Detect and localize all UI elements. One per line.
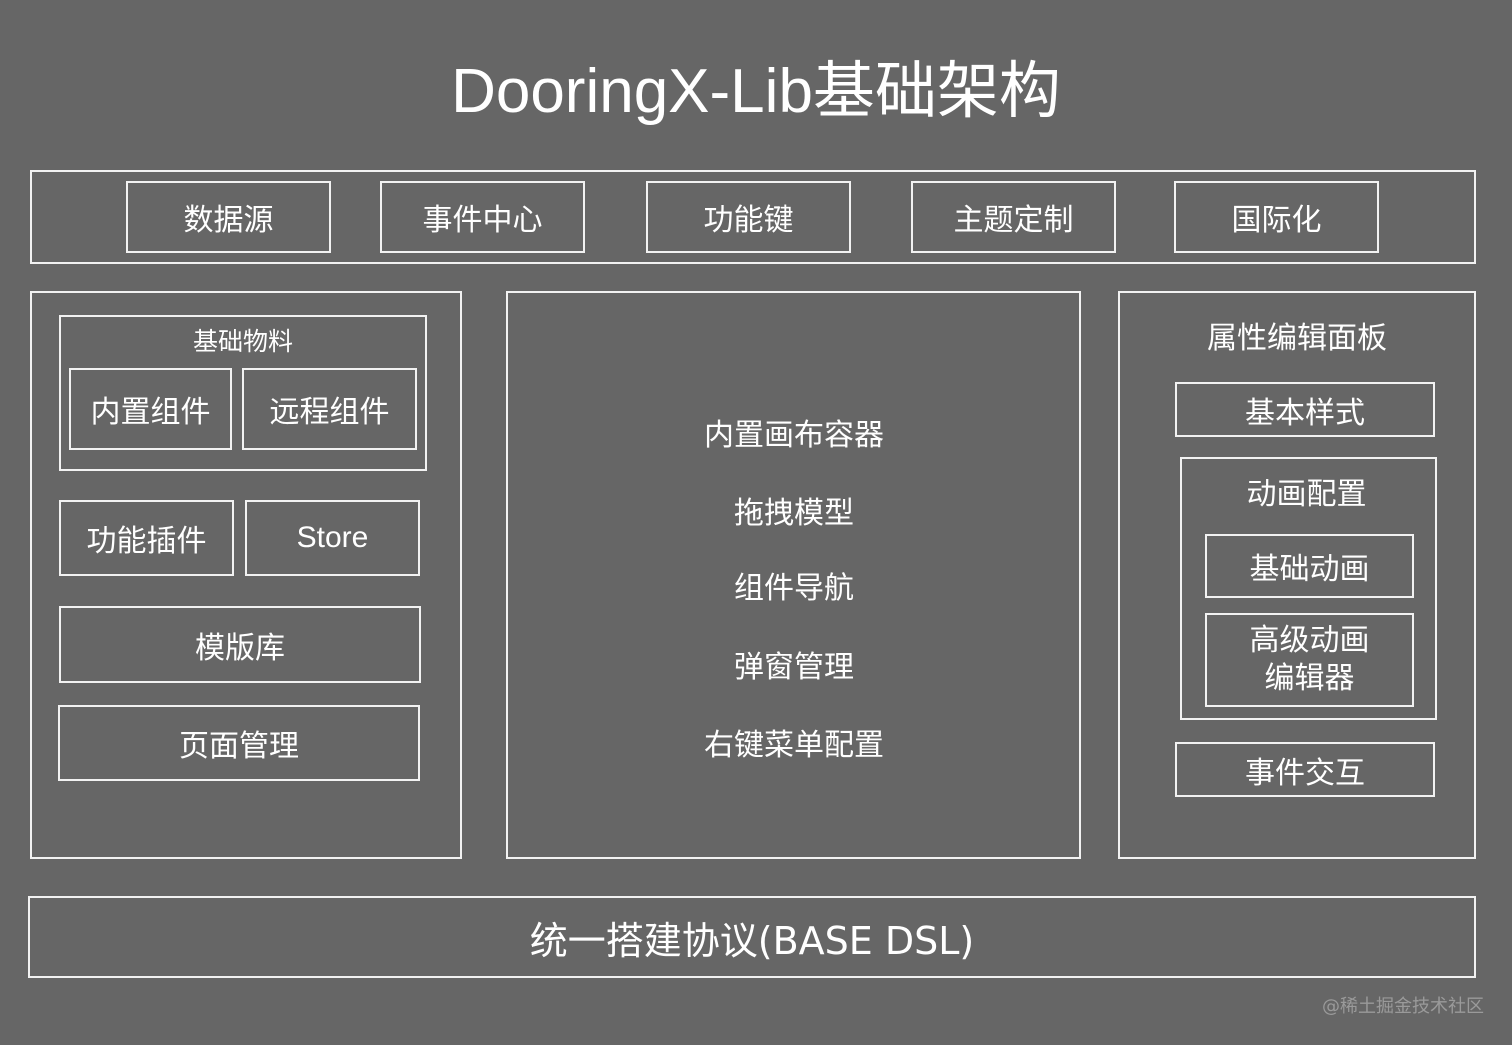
diagram-title: DooringX-Lib基础架构 — [451, 57, 1061, 126]
popup-management: 弹窗管理 — [734, 650, 854, 685]
basic-materials-group — [59, 315, 427, 471]
basic-materials-title: 基础物料 — [192, 327, 293, 356]
top-item-theme-customization: 主题定制 — [911, 181, 1116, 253]
property-panel-title: 属性编辑面板 — [1207, 321, 1387, 356]
top-bar-frame — [30, 170, 1476, 264]
animation-config-group — [1180, 457, 1437, 720]
basic-animation: 基础动画 — [1205, 534, 1414, 598]
left-panel-frame — [30, 291, 462, 859]
advanced-animation-line2: 编辑器 — [1264, 661, 1355, 696]
page-management: 页面管理 — [58, 705, 420, 781]
template-library: 模版库 — [59, 606, 421, 683]
top-item-data-source: 数据源 — [126, 181, 331, 253]
advanced-animation-line1: 高级动画 — [1249, 623, 1370, 658]
builtin-canvas-container: 内置画布容器 — [704, 418, 884, 453]
top-item-function-keys: 功能键 — [646, 181, 851, 253]
context-menu-config: 右键菜单配置 — [704, 728, 884, 763]
event-interaction: 事件交互 — [1175, 742, 1435, 797]
builtin-components: 内置组件 — [69, 368, 232, 450]
center-panel-frame — [506, 291, 1081, 859]
top-item-i18n: 国际化 — [1174, 181, 1379, 253]
drag-model: 拖拽模型 — [734, 496, 854, 531]
remote-components: 远程组件 — [242, 368, 417, 450]
function-plugins: 功能插件 — [59, 500, 234, 576]
basic-style: 基本样式 — [1175, 382, 1435, 437]
right-panel-frame — [1118, 291, 1476, 859]
advanced-animation-editor: 高级动画 编辑器 — [1205, 613, 1414, 707]
store: Store — [245, 500, 420, 576]
watermark: @稀土掘金技术社区 — [1322, 996, 1484, 1017]
top-item-event-center: 事件中心 — [380, 181, 585, 253]
component-navigation: 组件导航 — [734, 571, 854, 606]
base-dsl-bar: 统一搭建协议(BASE DSL) — [28, 896, 1476, 978]
animation-config-title: 动画配置 — [1246, 477, 1367, 512]
